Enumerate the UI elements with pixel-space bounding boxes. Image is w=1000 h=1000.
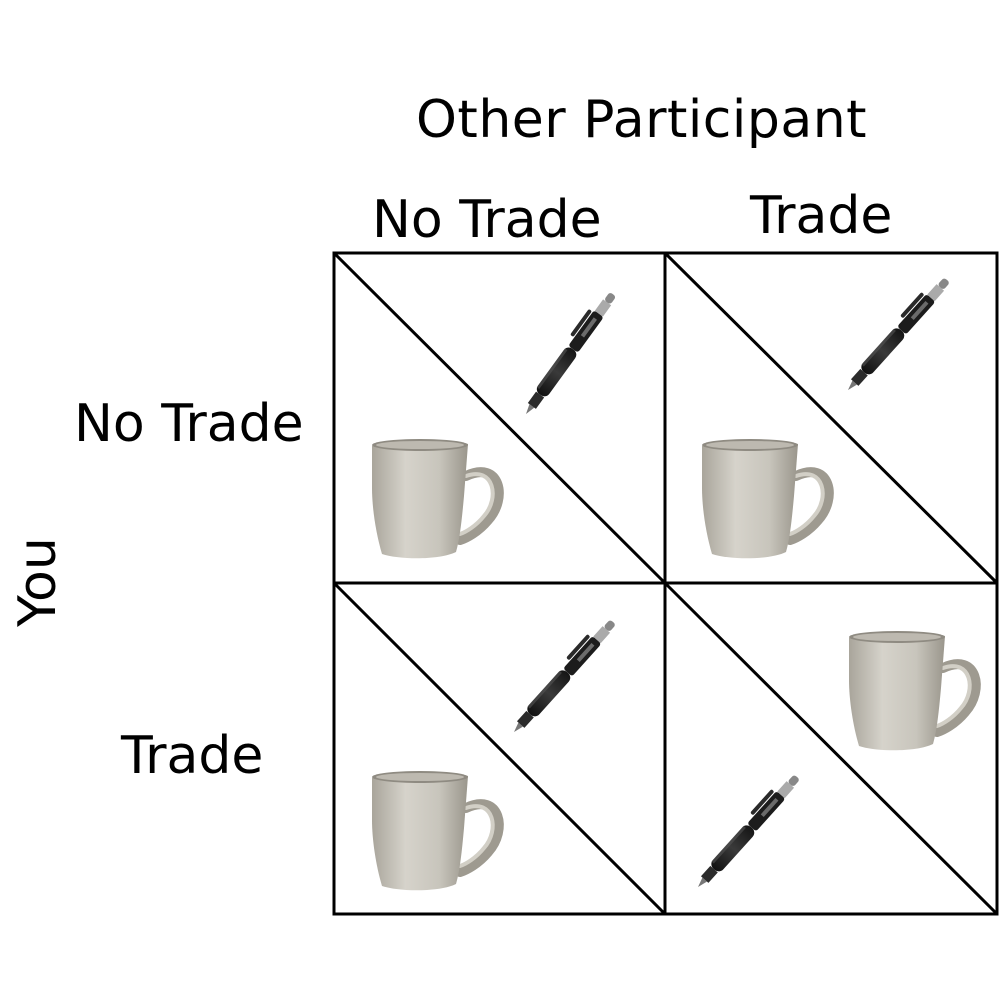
pen-icon: [519, 289, 619, 418]
top-axis-label: Other Participant: [416, 90, 868, 150]
mug-icon: [849, 631, 976, 750]
column-header-trade: Trade: [750, 186, 893, 246]
mug-icon: [372, 771, 499, 890]
mug-icon: [702, 439, 829, 558]
pen-icon: [505, 613, 621, 739]
cell-diagonals: [332, 251, 999, 916]
mug-icon: [372, 439, 499, 558]
pen-icon: [839, 271, 955, 397]
column-header-no-trade: No Trade: [372, 190, 602, 250]
pen-icon: [689, 768, 805, 894]
row-header-trade: Trade: [121, 726, 264, 786]
row-header-no-trade: No Trade: [74, 394, 304, 454]
cell-trade-trade: [689, 631, 976, 894]
